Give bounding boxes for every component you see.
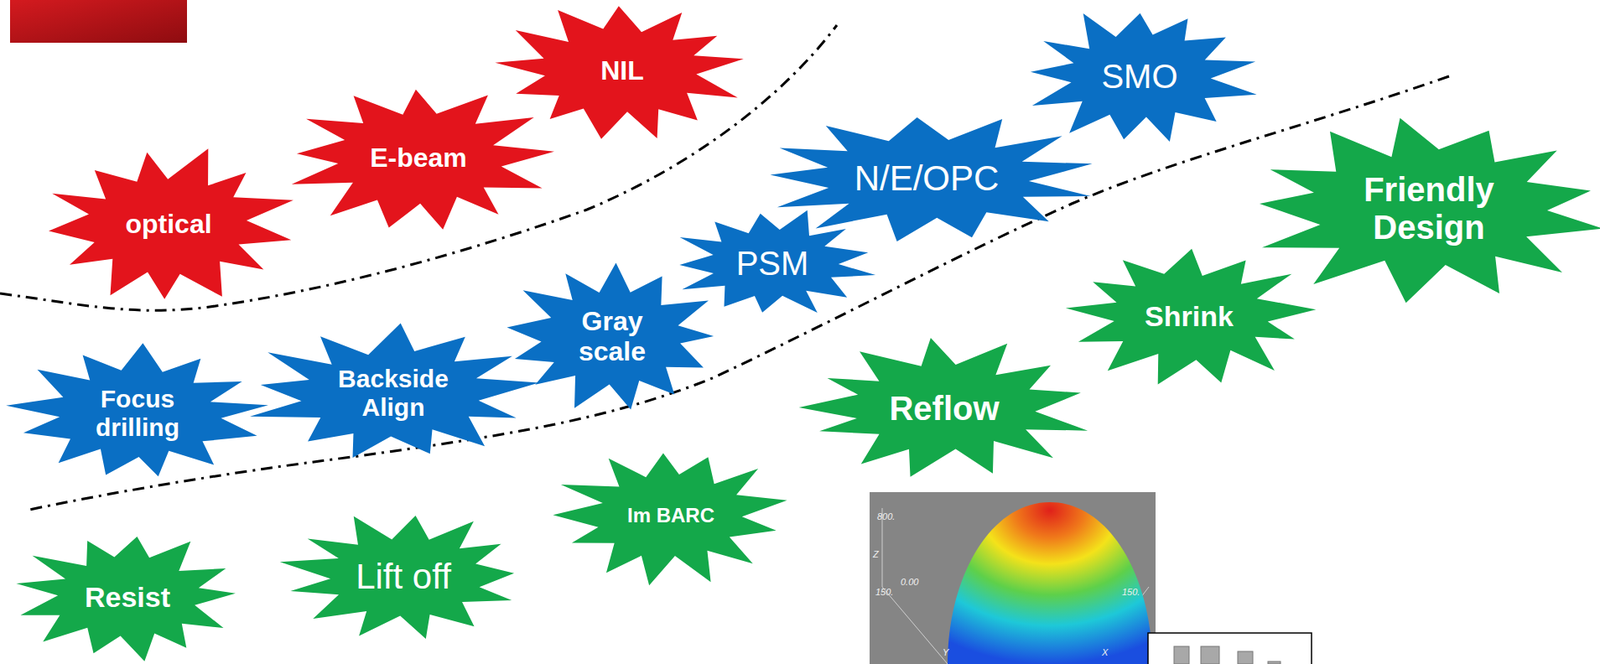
node-label: NIL (600, 56, 645, 87)
starburst-node: optical (36, 143, 302, 307)
starburst-outline (5, 342, 269, 477)
starburst-node: Resist (5, 529, 250, 664)
starburst-node: Shrink (1056, 244, 1322, 388)
axis-label: Z (872, 549, 879, 560)
axis-label: X (1101, 647, 1108, 658)
node-label: PSM (736, 244, 810, 283)
node-label: Gray scale (566, 306, 659, 368)
starburst-outline (249, 322, 540, 458)
starburst-node: Focus drilling (2, 342, 274, 486)
axis-label: Y (942, 647, 949, 658)
node-label: Resist (84, 581, 171, 613)
node-label: Friendly Design (1349, 171, 1509, 247)
starburst-node: SMO (1017, 5, 1263, 148)
node-label: Lift off (355, 556, 452, 597)
starburst-node: E-beam (280, 82, 557, 236)
axis-label: 800. (877, 511, 895, 522)
node-label: Im BARC (627, 504, 715, 528)
axis-label: 150. (1122, 587, 1140, 598)
starburst-node: Reflow (791, 337, 1098, 480)
node-label: N/E/OPC (854, 158, 1000, 198)
starburst-outline (1065, 249, 1316, 385)
starburst-node: Backside Align (238, 322, 548, 466)
starburst-outline (1259, 117, 1600, 302)
node-label: SMO (1101, 57, 1178, 96)
starburst-node: NIL (489, 0, 755, 143)
node-label: Reflow (888, 389, 999, 428)
node-label: Focus drilling (83, 384, 193, 442)
starburst-node: Im BARC (548, 444, 794, 588)
starburst-outline (1030, 13, 1258, 142)
starburst-outline (798, 337, 1088, 478)
node-label: E-beam (369, 143, 468, 174)
axis-label: 0.00 (900, 576, 919, 588)
starburst-node: Gray scale (494, 260, 730, 415)
starburst-outline (679, 210, 876, 313)
starburst-outline (507, 262, 715, 410)
starburst-outline (280, 515, 515, 639)
starburst-outline (15, 536, 236, 662)
axis-label: 150. (875, 587, 894, 598)
starburst-outline (494, 5, 743, 140)
node-label: Shrink (1144, 300, 1234, 333)
surface-plot (869, 492, 1156, 664)
logo-box (10, 0, 188, 43)
starburst-node: Lift off (275, 509, 531, 645)
starburst-outline (291, 88, 555, 229)
node-label: Backside Align (330, 364, 457, 421)
starburst-outline (48, 148, 294, 299)
starburst-outline (552, 453, 787, 587)
starburst-outline (769, 117, 1092, 242)
divider-curve (25, 76, 1450, 511)
bar-chart (1148, 633, 1312, 664)
node-label: optical (124, 209, 212, 240)
starburst-node: Friendly Design (1236, 112, 1600, 307)
